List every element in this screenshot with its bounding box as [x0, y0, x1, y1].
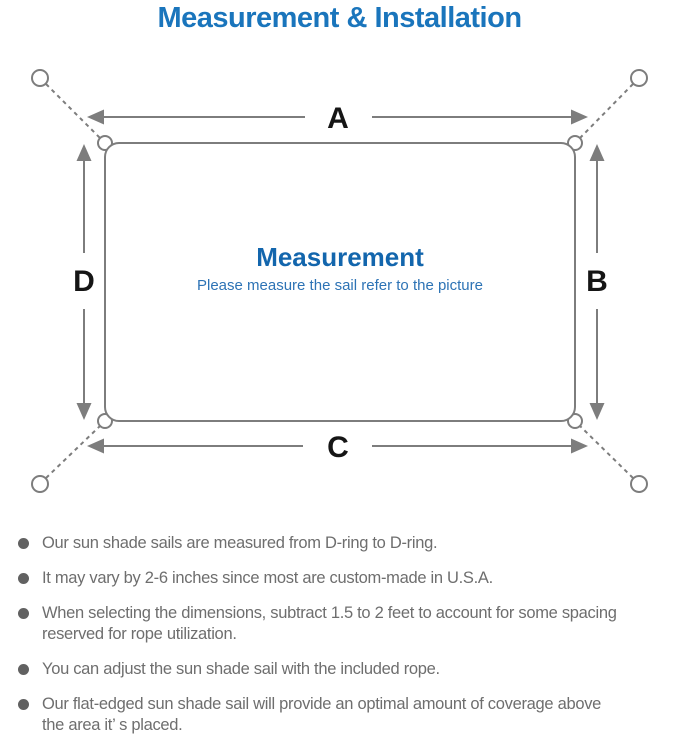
dimension-label-a: A	[327, 102, 349, 135]
arrowhead-c-right	[571, 438, 588, 454]
dimension-label-d: D	[73, 265, 95, 298]
rope-dashed-bottom-right	[579, 425, 634, 479]
sail-measurement-diagram: A B C D Measurement Please measure the s…	[31, 69, 648, 493]
note-text: When selecting the dimensions, subtract …	[42, 604, 617, 643]
diagram-canvas: A B C D	[31, 69, 648, 493]
note-text: Our flat-edged sun shade sail will provi…	[42, 695, 602, 734]
list-item: When selecting the dimensions, subtract …	[18, 603, 673, 645]
arrowhead-d-top	[76, 144, 92, 161]
anchor-ring-top-left	[31, 69, 49, 87]
arrowhead-b-top	[589, 144, 605, 161]
page-title: Measurement & Installation	[157, 2, 522, 34]
anchor-ring-bottom-left	[31, 475, 49, 493]
arrowhead-d-bottom	[76, 403, 92, 420]
list-item: You can adjust the sun shade sail with t…	[18, 659, 673, 680]
bullet-icon	[18, 664, 29, 675]
arrowhead-a-left	[87, 109, 104, 125]
anchor-ring-bottom-right	[630, 475, 648, 493]
diagram-heading: Measurement	[256, 242, 424, 272]
list-item: Our sun shade sails are measured from D-…	[18, 533, 673, 554]
diagram-caption: Please measure the sail refer to the pic…	[197, 277, 483, 294]
rope-dashed-bottom-left	[45, 425, 101, 479]
sail-outline	[104, 142, 576, 422]
arrowhead-c-left	[87, 438, 104, 454]
note-text: It may vary by 2-6 inches since most are…	[42, 569, 493, 587]
note-text: Our sun shade sails are measured from D-…	[42, 534, 438, 552]
rope-dashed-top-left	[45, 83, 101, 139]
list-item: Our flat-edged sun shade sail will provi…	[18, 694, 673, 736]
bullet-icon	[18, 699, 29, 710]
bullet-icon	[18, 573, 29, 584]
list-item: It may vary by 2-6 inches since most are…	[18, 568, 673, 589]
arrowhead-b-bottom	[589, 403, 605, 420]
rope-dashed-top-right	[579, 83, 634, 139]
dimension-label-c: C	[327, 431, 349, 464]
dimension-label-b: B	[586, 265, 608, 298]
note-text: You can adjust the sun shade sail with t…	[42, 660, 440, 678]
notes-list: Our sun shade sails are measured from D-…	[18, 524, 673, 739]
arrowhead-a-right	[571, 109, 588, 125]
bullet-icon	[18, 608, 29, 619]
bullet-icon	[18, 538, 29, 549]
anchor-ring-top-right	[630, 69, 648, 87]
